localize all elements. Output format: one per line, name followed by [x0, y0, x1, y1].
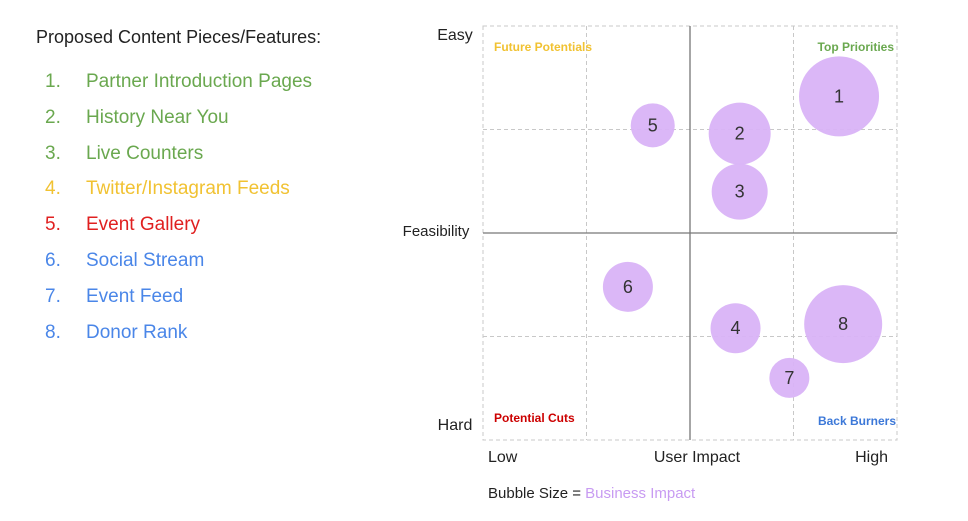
bubble-6: 6 [602, 261, 653, 312]
bubble-label: 3 [735, 182, 745, 202]
bubble-circle [711, 163, 768, 220]
bubble-size-footnote: Bubble Size = Business Impact [488, 485, 696, 502]
bubble-circle [708, 102, 771, 165]
bubble-1: 1 [799, 56, 880, 137]
feature-label: Donor Rank [86, 321, 188, 343]
quadrant-label-top-right: Top Priorities [818, 40, 895, 54]
y-tick-hard: Hard [438, 417, 473, 434]
bubble-label: 4 [731, 318, 741, 338]
quadrant-label-bottom-right: Back Burners [818, 414, 896, 428]
bubble-5: 5 [630, 103, 675, 148]
feature-label: History Near You [86, 106, 229, 128]
feature-number: 3. [45, 142, 61, 164]
bubble-circle [710, 303, 761, 354]
bubble-label: 8 [838, 314, 848, 334]
bubble-label: 5 [648, 115, 658, 135]
footnote-prefix: Bubble Size = [488, 485, 585, 502]
feature-label: Live Counters [86, 142, 204, 164]
feature-label: Social Stream [86, 250, 205, 271]
bubble-label: 1 [834, 86, 844, 106]
list-title: Proposed Content Pieces/Features: [36, 27, 322, 47]
feature-number: 8. [45, 321, 61, 343]
feature-number: 1. [45, 71, 61, 92]
feature-number: 4. [45, 178, 61, 200]
bubble-label: 7 [784, 368, 794, 388]
quadrant-label-top-left: Future Potentials [494, 40, 592, 54]
bubble-circle [799, 56, 880, 137]
bubble-layer: 1 2 3 4 5 6 7 8 [602, 56, 883, 398]
y-axis-label: Feasibility [403, 223, 470, 240]
bubble-circle [630, 103, 675, 148]
feature-label: Partner Introduction Pages [86, 71, 313, 92]
x-axis-label: User Impact [654, 449, 741, 466]
bubble-3: 3 [711, 163, 768, 220]
bubble-8: 8 [804, 285, 883, 364]
axes-layer [483, 26, 897, 440]
quadrant-label-layer: Future Potentials Top PrioritiesPotential… [494, 40, 896, 428]
bubble-7: 7 [769, 357, 810, 398]
bubble-circle [602, 261, 653, 312]
bubble-circle [769, 357, 810, 398]
feature-label: Twitter/Instagram Feeds [86, 178, 290, 200]
feature-number: 6. [45, 250, 61, 271]
bubble-label: 6 [623, 277, 633, 297]
feature-label: Event Feed [86, 285, 184, 307]
x-tick-high: High [855, 449, 888, 466]
bubble-4: 4 [710, 303, 761, 354]
y-tick-easy: Easy [437, 27, 473, 44]
bubble-2: 2 [708, 102, 771, 165]
feature-label: Event Gallery [86, 214, 201, 236]
feature-number: 2. [45, 106, 61, 128]
x-tick-low: Low [488, 449, 518, 466]
feature-number: 5. [45, 214, 61, 236]
bubble-label: 2 [735, 124, 745, 144]
bubble-circle [804, 285, 883, 364]
footnote-highlight: Business Impact [585, 485, 696, 502]
feature-number: 7. [45, 285, 61, 307]
quadrant-label-bottom-left: Potential Cuts [494, 411, 575, 425]
